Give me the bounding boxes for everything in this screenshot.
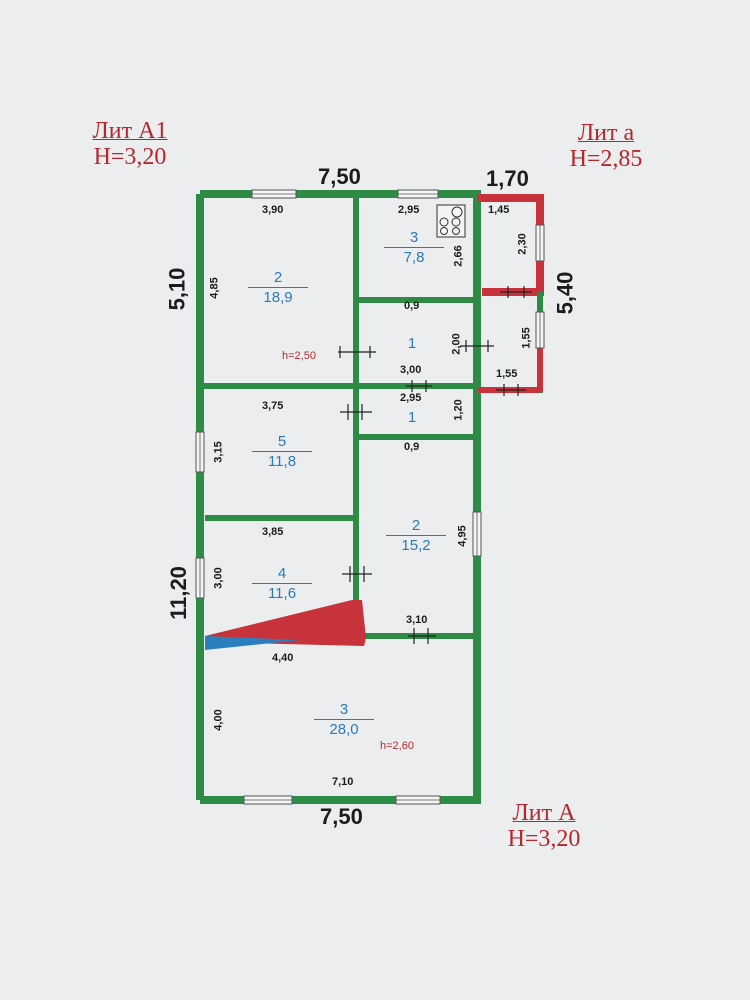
dim-710: 7,10 bbox=[332, 776, 354, 788]
height-note-upper: h=2,50 bbox=[282, 350, 316, 362]
room-number: 4 bbox=[277, 565, 287, 582]
dim-top-width: 7,50 bbox=[318, 164, 361, 189]
room-area: 28,0 bbox=[314, 719, 374, 738]
height-note-lower: h=2,60 bbox=[380, 740, 414, 752]
room-number: 2 bbox=[273, 269, 283, 286]
room-area: 11,6 bbox=[252, 583, 312, 602]
room-number: 1 bbox=[407, 335, 417, 352]
dim-300: 3,00 bbox=[400, 364, 422, 376]
room-number: 3 bbox=[409, 229, 419, 246]
room-2-lower: 2 15,2 bbox=[386, 518, 446, 554]
dim-09-mid: 0,9 bbox=[404, 441, 420, 453]
room-number: 5 bbox=[277, 433, 287, 450]
window-lines bbox=[199, 193, 541, 801]
room-1-upper: 1 bbox=[382, 336, 442, 353]
room-3-kitchen: 3 7,8 bbox=[384, 230, 444, 266]
room-2-upper: 2 18,9 bbox=[248, 270, 308, 306]
dim-266: 2,66 bbox=[452, 245, 465, 267]
stove-icon bbox=[436, 204, 466, 238]
dim-120: 1,20 bbox=[452, 399, 465, 421]
dim-155-h: 1,55 bbox=[496, 368, 518, 380]
dim-bottom-width: 7,50 bbox=[320, 804, 363, 829]
lit-a1-height: H=3,20 bbox=[93, 144, 167, 170]
dim-300-left: 3,00 bbox=[212, 567, 225, 589]
room-4: 4 11,6 bbox=[252, 566, 312, 602]
door-icon bbox=[338, 286, 532, 644]
dim-315: 3,15 bbox=[212, 441, 225, 463]
room-number: 1 bbox=[407, 409, 417, 426]
dim-230: 2,30 bbox=[516, 233, 529, 255]
dim-right-extension: 5,40 bbox=[552, 271, 578, 315]
dim-385: 3,85 bbox=[262, 526, 284, 538]
red-partition bbox=[205, 600, 366, 650]
dim-09-top: 0,9 bbox=[404, 300, 420, 312]
dim-310: 3,10 bbox=[406, 614, 428, 626]
dim-200: 2,00 bbox=[450, 333, 463, 355]
dim-375: 3,75 bbox=[262, 400, 284, 412]
room-area: 11,8 bbox=[252, 451, 312, 470]
room-area: 15,2 bbox=[386, 535, 446, 554]
dim-145: 1,45 bbox=[488, 204, 510, 216]
room-5: 5 11,8 bbox=[252, 434, 312, 470]
lit-a-small-label: Лит а H=2,85 bbox=[546, 120, 666, 172]
dim-390: 3,90 bbox=[262, 204, 284, 216]
dim-440: 4,40 bbox=[272, 652, 294, 664]
room-3-living: 3 28,0 bbox=[314, 702, 374, 738]
dim-295-top: 2,95 bbox=[398, 204, 420, 216]
lit-a-name: Лит А bbox=[512, 800, 576, 826]
lit-a1-name: Лит А1 bbox=[92, 118, 168, 144]
lit-a-small-height: H=2,85 bbox=[569, 146, 643, 172]
dim-400: 4,00 bbox=[212, 709, 225, 731]
room-number: 2 bbox=[411, 517, 421, 534]
room-area: 18,9 bbox=[248, 287, 308, 306]
room-area: 7,8 bbox=[384, 247, 444, 266]
dim-495: 4,95 bbox=[456, 525, 469, 547]
room-number: 3 bbox=[339, 701, 349, 718]
lit-a-small-name: Лит а bbox=[577, 120, 635, 146]
dim-155-v: 1,55 bbox=[520, 327, 533, 349]
dim-485: 4,85 bbox=[208, 277, 221, 299]
lit-a-label: Лит А H=3,20 bbox=[484, 800, 604, 852]
dim-left-total: 11,20 bbox=[165, 566, 191, 620]
dim-left-top: 5,10 bbox=[164, 267, 190, 311]
lit-a1-label: Лит А1 H=3,20 bbox=[70, 118, 190, 170]
dim-295-mid: 2,95 bbox=[400, 392, 422, 404]
dim-top-extension: 1,70 bbox=[486, 166, 529, 191]
lit-a-height: H=3,20 bbox=[507, 826, 581, 852]
room-1-lower: 1 bbox=[382, 410, 442, 427]
